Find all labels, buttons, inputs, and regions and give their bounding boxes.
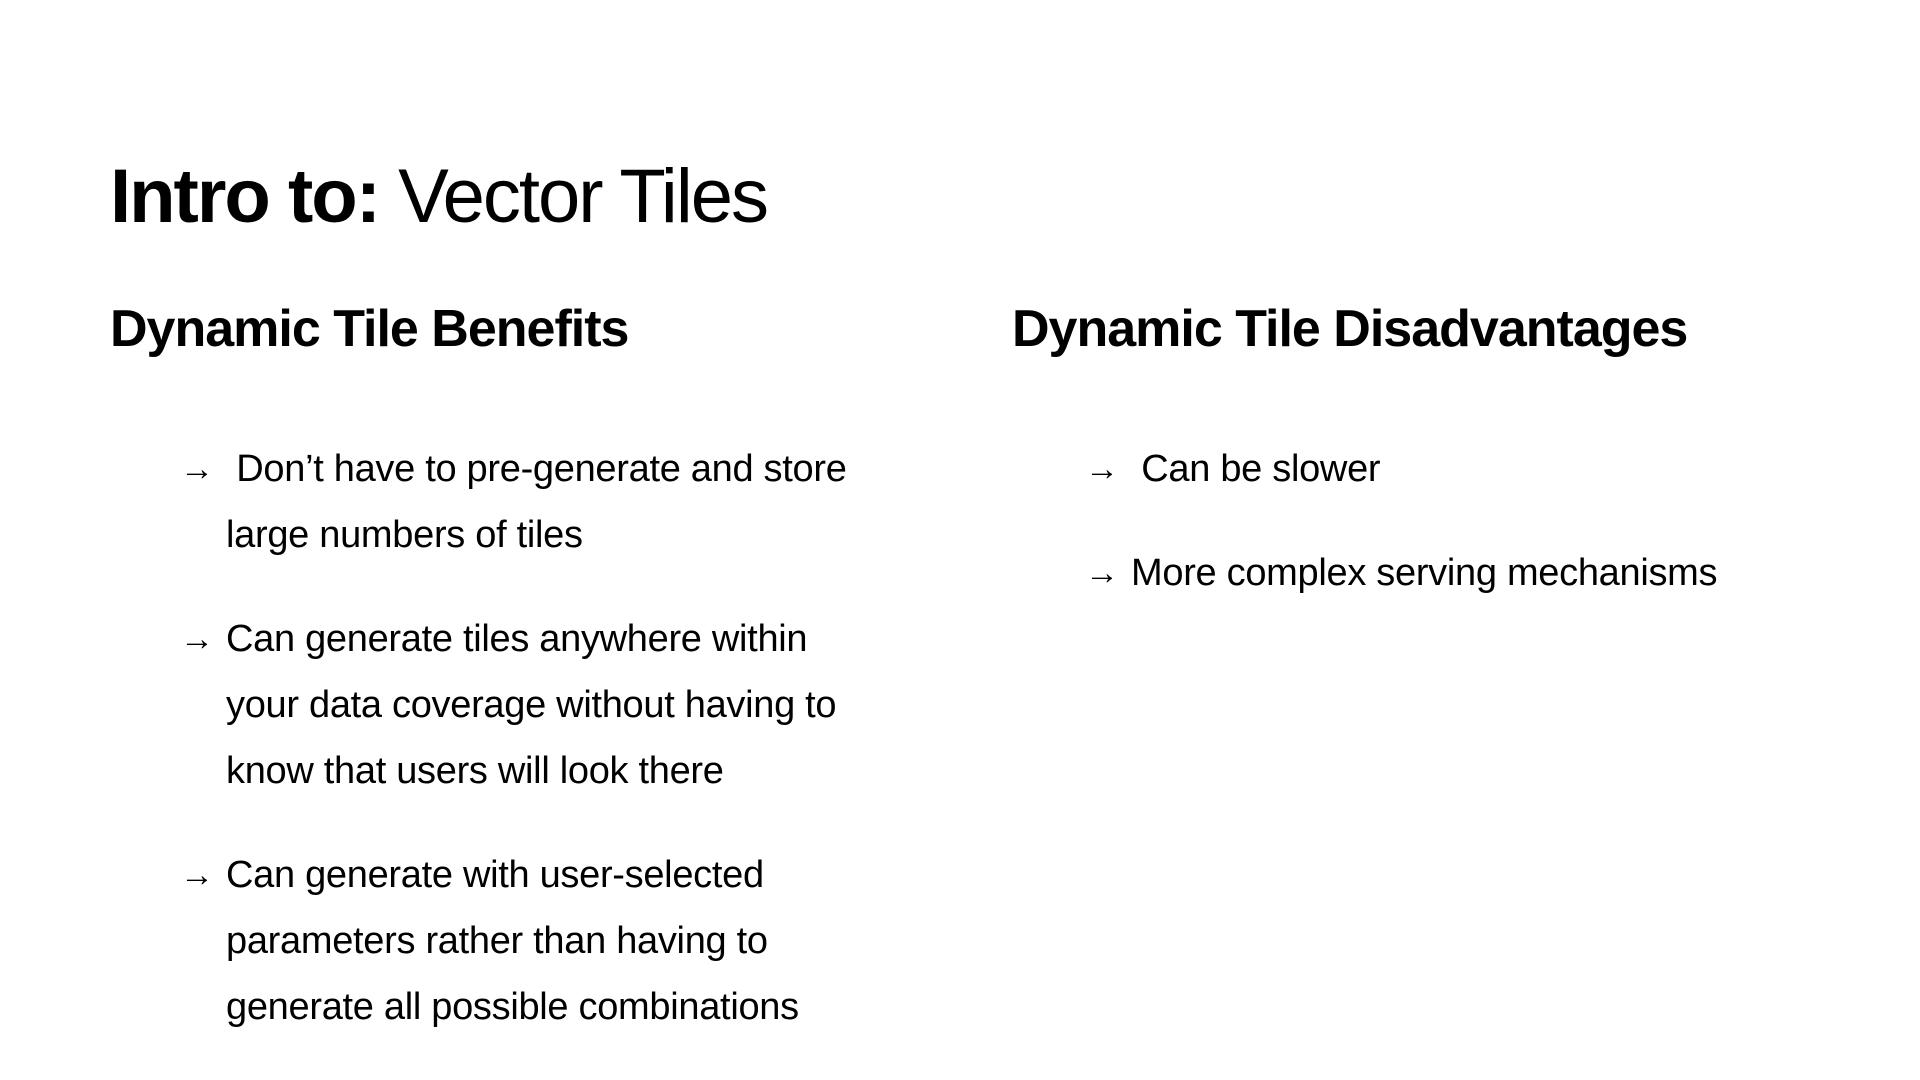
disadvantages-list: → Can be slower → More complex serving m… xyxy=(1085,436,1852,606)
bullet-item: → Can generate with user-selected parame… xyxy=(180,842,870,1040)
bullet-item: → Can generate tiles anywhere within you… xyxy=(180,606,870,804)
bullet-text: Can generate tiles anywhere within your … xyxy=(226,617,847,792)
bullet-item: → More complex serving mechanisms xyxy=(1085,540,1852,606)
benefits-list: → Don’t have to pre-generate and store l… xyxy=(180,436,870,1040)
benefits-heading: Dynamic Tile Benefits xyxy=(110,300,629,358)
slide-title: Intro to: Vector Tiles xyxy=(110,153,769,239)
bullet-text: Can generate with user-selected paramete… xyxy=(226,853,799,1028)
bullet-text: More complex serving mechanisms xyxy=(1131,551,1718,594)
arrow-bullet-icon: → xyxy=(180,855,214,894)
benefits-column: Dynamic Tile Benefits → Don’t have to pr… xyxy=(110,300,870,1078)
disadvantages-column: Dynamic Tile Disadvantages → Can be slow… xyxy=(1012,300,1852,644)
disadvantages-heading: Dynamic Tile Disadvantages xyxy=(1012,300,1688,358)
bullet-text: Don’t have to pre-generate and store lar… xyxy=(226,447,857,556)
bullet-text: Can be slower xyxy=(1131,447,1381,490)
slide-title-rest: Vector Tiles xyxy=(379,153,769,239)
bullet-item: → Can be slower xyxy=(1085,436,1852,502)
arrow-bullet-icon: → xyxy=(180,619,214,658)
arrow-bullet-icon: → xyxy=(1085,553,1119,592)
slide-title-prefix: Intro to: xyxy=(110,153,381,239)
arrow-bullet-icon: → xyxy=(180,449,214,488)
bullet-item: → Don’t have to pre-generate and store l… xyxy=(180,436,870,568)
arrow-bullet-icon: → xyxy=(1085,449,1119,488)
